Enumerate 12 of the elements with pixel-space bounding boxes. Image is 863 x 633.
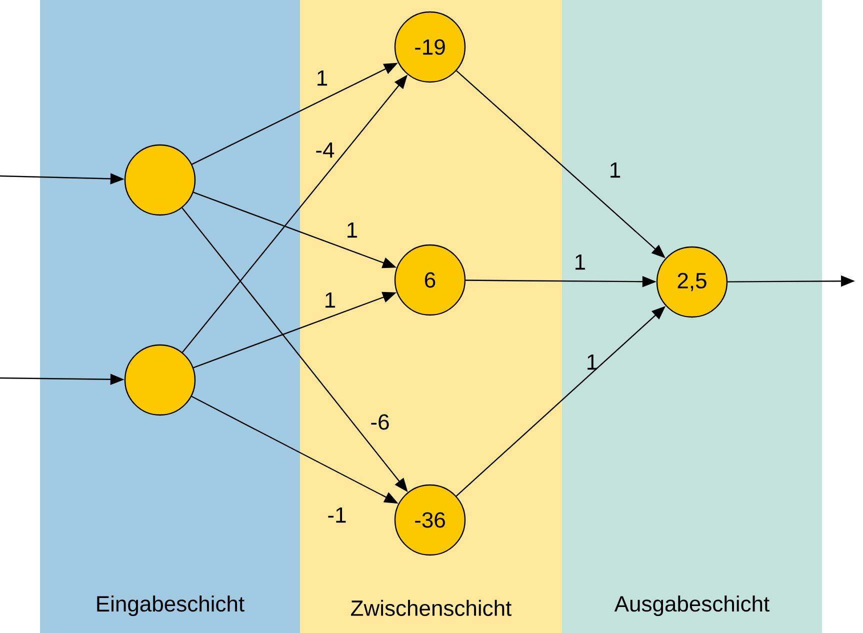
edge-label: 1 — [610, 162, 620, 178]
neuron-circle — [124, 344, 196, 416]
edge-label: 1 — [576, 254, 586, 270]
edge-label: 1 — [318, 70, 328, 86]
edge-label: 1 — [588, 354, 598, 370]
layer-band: Eingabeschicht — [40, 0, 300, 633]
edge-label: 1 — [348, 222, 358, 238]
edge-label: -1 — [328, 507, 346, 523]
edge-label: -4 — [316, 142, 334, 158]
edge-label: 1 — [326, 292, 336, 308]
edge-label: -6 — [371, 414, 389, 430]
neuron-circle — [124, 144, 196, 216]
